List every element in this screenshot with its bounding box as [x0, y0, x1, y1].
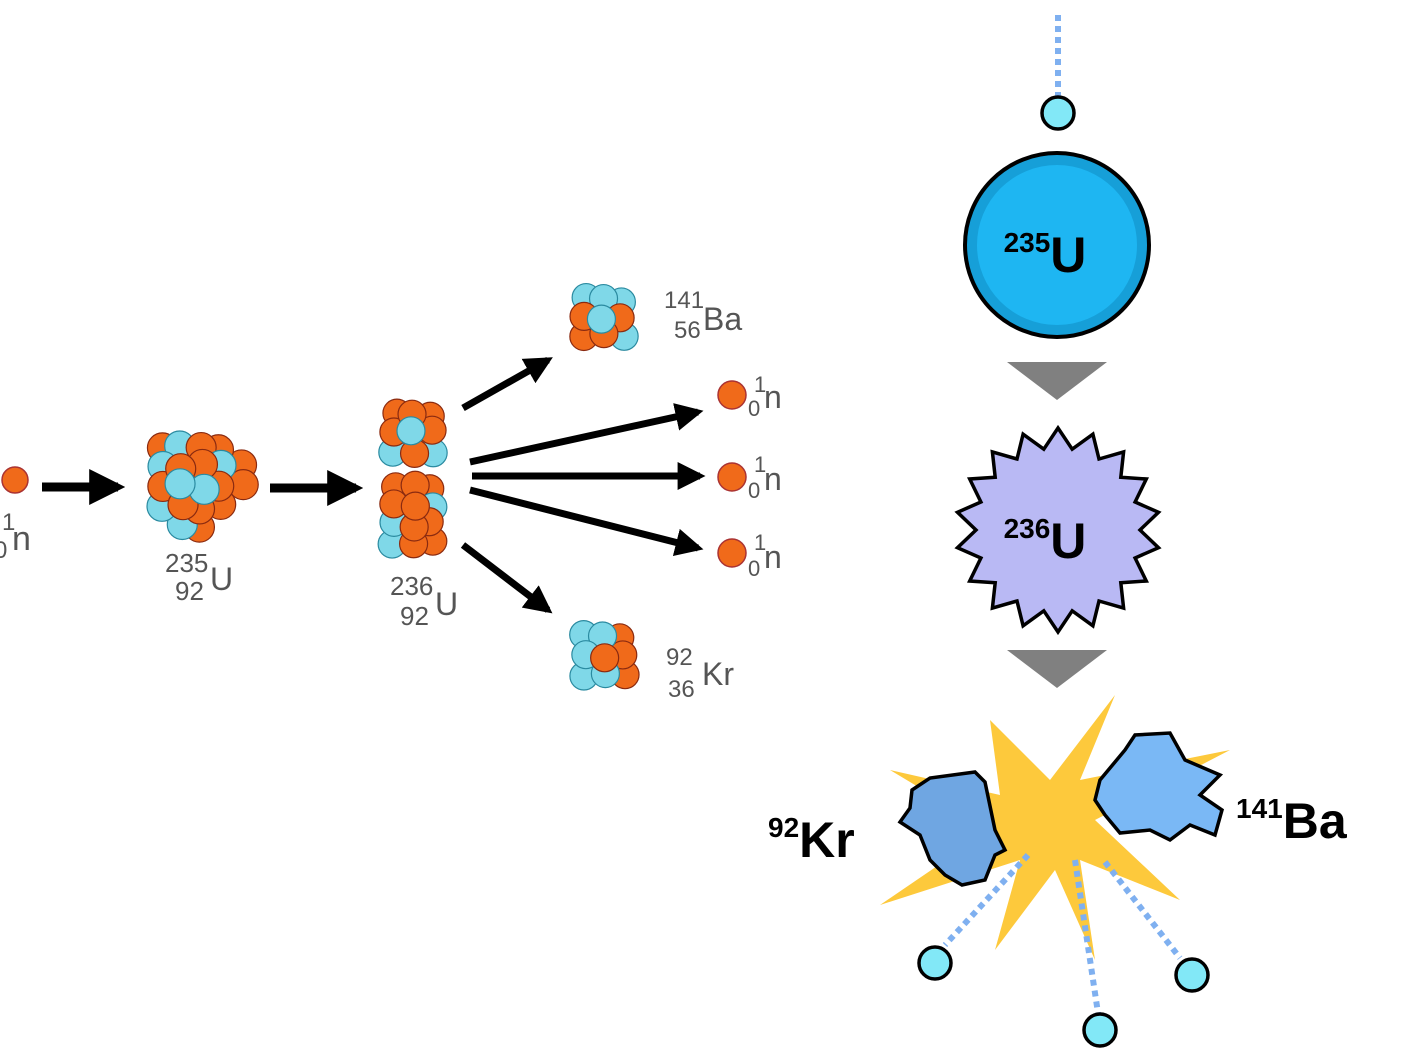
- down-arrow-icon: [1007, 650, 1107, 688]
- arrow: [460, 542, 553, 614]
- incoming-neutron: [1, 466, 29, 494]
- neutron-ball: [586, 304, 617, 334]
- right-fission-diagram: 235U 236U 92Kr 141Ba: [768, 15, 1348, 1048]
- krypton-label: 92 36 Kr: [666, 644, 734, 703]
- u235-nucleus: [146, 430, 259, 543]
- neutron-ball: [396, 416, 426, 446]
- proton-ball: [590, 643, 620, 673]
- neutron-ball: [164, 468, 196, 500]
- u236-label: 236U: [1004, 513, 1087, 569]
- u236-label: 236 92 U: [390, 571, 458, 631]
- u236-nucleus: 236U: [954, 424, 1162, 636]
- u235-label: 235 92 U: [165, 548, 233, 606]
- neutron-trails: [942, 852, 1183, 1014]
- arrow: [469, 403, 704, 466]
- incoming-neutron-label: 1 0 n: [0, 509, 31, 564]
- barium-label: 141Ba: [1236, 793, 1348, 849]
- u236-nucleus: [377, 398, 448, 559]
- explosion: [880, 695, 1230, 960]
- left-fission-diagram: 1 0 n 235 92 U 236 92 U 141 56 Ba: [0, 282, 782, 703]
- barium-nucleus: [569, 282, 639, 352]
- arrow: [469, 486, 704, 557]
- svg-text:10n: 10n: [748, 372, 782, 421]
- barium-label: 141 56 Ba: [664, 287, 742, 344]
- proton-ball: [400, 491, 430, 521]
- krypton-fragment: [897, 770, 1008, 887]
- incoming-neutron: [1040, 95, 1076, 131]
- outgoing-neutron: [1082, 1012, 1118, 1048]
- svg-text:10n: 10n: [748, 530, 782, 581]
- outgoing-neutron: [1174, 957, 1210, 993]
- down-arrow-icon: [1007, 362, 1107, 400]
- arrow: [461, 356, 553, 412]
- svg-text:10n: 10n: [748, 452, 782, 503]
- krypton-nucleus: [569, 620, 640, 691]
- u235-label: 235U: [1004, 227, 1087, 283]
- outgoing-neutron: [917, 945, 953, 981]
- u235-nucleus: 235U: [963, 151, 1151, 339]
- krypton-label: 92Kr: [768, 812, 855, 868]
- barium-fragment: [1093, 731, 1225, 843]
